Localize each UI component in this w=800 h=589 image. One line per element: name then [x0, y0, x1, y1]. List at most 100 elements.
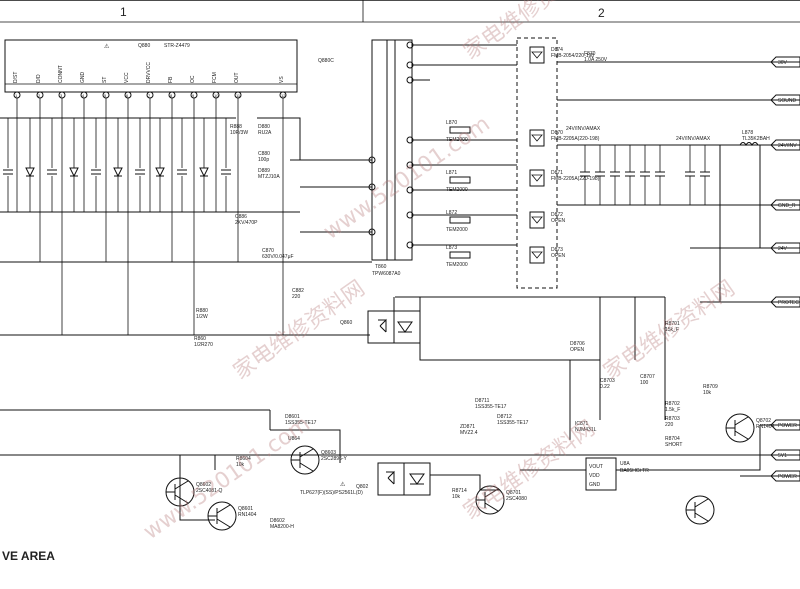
warning-icon: ⚠ — [104, 43, 110, 50]
ic-pin-name: OC — [190, 75, 196, 83]
component-label: MVZ2.4 — [460, 430, 478, 436]
component-label: R880 — [196, 308, 208, 314]
component-label: 630V/0.047μF — [262, 254, 294, 260]
component-label: D880 — [258, 124, 270, 130]
rectifier-diode — [529, 169, 545, 187]
net-flag-label: GND_R — [778, 203, 796, 209]
svg-text:Q802: Q802 — [356, 484, 368, 490]
net-flag — [770, 199, 800, 211]
ic-pin-name: VCC — [124, 72, 130, 83]
ic-pin-number: 9 — [192, 93, 195, 98]
ic-pin-name: FB — [168, 76, 174, 83]
diode-ref: D873 — [551, 247, 563, 253]
inductor-part: TL35K2BAH — [742, 136, 770, 142]
net-flag — [770, 242, 800, 254]
transistor-part: 2SC4081-Q — [196, 488, 223, 494]
transistor-ref: Q8701 — [506, 490, 521, 496]
component-label: 0.22 — [600, 384, 610, 390]
component-label: R860 — [194, 336, 206, 342]
net-flag — [770, 449, 800, 461]
zone-2-label: 2 — [598, 6, 605, 20]
pin-leads — [16, 98, 284, 335]
component-label: C882 — [292, 288, 304, 294]
transistor-part: RN1404 — [238, 512, 257, 518]
inductor — [449, 216, 471, 224]
transistor-part: RN1404 — [756, 424, 775, 430]
rectifier-diode — [529, 46, 545, 64]
photocoupler-q860: Q860 — [340, 310, 421, 344]
ic-pin-number: 2 — [38, 93, 41, 98]
transistor-part: 2SC2896-Y — [321, 456, 348, 462]
component-label: C870 — [262, 248, 274, 254]
regulator-u8a: VOUT VDD GND U8A BA05HGi TR — [585, 457, 649, 491]
component-label: D8602 — [270, 518, 285, 524]
component-label: OPEN — [570, 347, 585, 353]
ic-pin-number: 8 — [170, 93, 173, 98]
ic-pin-number: 3 — [60, 93, 63, 98]
ic-pin-name: VS — [279, 76, 285, 83]
component-label: 1SS355-TE17 — [475, 404, 507, 410]
ic-pin-number: 11 — [236, 93, 241, 98]
ic-pin-name: D/D — [36, 74, 42, 83]
ic-pin-name: FCM — [212, 72, 218, 83]
area-label: VE AREA — [2, 549, 55, 563]
transistor-ref: Q8603 — [321, 450, 336, 456]
component-label: R8703 — [665, 416, 680, 422]
component-label: NJM431L — [575, 427, 597, 433]
transistor-part: 2SC4080 — [506, 496, 527, 502]
net-flag-label: POWER — [778, 423, 797, 429]
net-flag — [770, 139, 800, 151]
inductor-ref: L871 — [446, 170, 457, 176]
component-label: D8706 — [570, 341, 585, 347]
net-flag-label: 30V — [778, 60, 788, 66]
component-label: MA8200-H — [270, 524, 294, 530]
svg-text:Q860: Q860 — [340, 320, 352, 326]
transformer-t860: T860 TPW6087A0 — [368, 39, 414, 277]
component-label: D8712 — [497, 414, 512, 420]
svg-text:BA05HGi TR: BA05HGi TR — [620, 468, 649, 474]
diode-block-dashed — [516, 37, 558, 289]
diode-part: OPEN — [551, 218, 566, 224]
watermark-url-2: www.520101.com — [319, 111, 495, 244]
component-label: 1.5k_F — [665, 407, 680, 413]
inductor-part: TEM2000 — [446, 262, 468, 268]
component-label: 100 — [640, 380, 649, 386]
component-label: SHORT — [665, 442, 682, 448]
component-label: U864 — [288, 436, 300, 442]
watermark-cn-3: 家电维修资料网 — [599, 276, 740, 385]
component-label: 24V/INV/AMAX — [566, 126, 601, 132]
ic-pin-name: GND — [80, 72, 86, 84]
component-label: TLP627(F)(SS)/PS2561L(D) — [300, 490, 363, 496]
transistors: Q86022SC4081-QQ8601RN1404Q86032SC2896-YQ… — [165, 413, 775, 531]
secondary-filter-caps — [580, 145, 710, 205]
component-label: 10k — [236, 462, 245, 468]
inductor-ref: L878 — [742, 130, 753, 136]
main-ic-part: STR-Z4479 — [164, 43, 190, 49]
component-label: C8703 — [600, 378, 615, 384]
secondary-inductors: L870TEM2000L871TEM2000L872TEM2000L873TEM… — [446, 120, 770, 268]
component-label: 10R/3W — [230, 130, 248, 136]
main-ic-pins: 1D/ST2D/D3CONNT4GND5ST6VCC7DRVVCC8FB9OC1… — [13, 62, 287, 99]
component-label: 15k_F — [665, 327, 679, 333]
ic-pin-name: CONNT — [58, 65, 64, 83]
diode-ref: D872 — [551, 212, 563, 218]
input-section-parts — [3, 118, 231, 212]
component-label: 220 — [665, 422, 674, 428]
component-label: R8701 — [665, 321, 680, 327]
net-flag — [770, 470, 800, 482]
net-flag — [770, 94, 800, 106]
main-ic-ref: Q880 — [138, 43, 150, 49]
ic-pin-name: OUT — [234, 72, 240, 83]
component-label: 2KV/470P — [235, 220, 258, 226]
zone-1-label: 1 — [120, 5, 127, 19]
secondary-rectifiers: D874FMB-2054/220-198D870FMB-2205A(220-19… — [529, 46, 600, 264]
diode-part: FMB-2054/220-198 — [551, 53, 594, 59]
net-flag — [770, 296, 800, 308]
ic-pin-number: 4 — [82, 93, 85, 98]
rectifier-diode — [529, 246, 545, 264]
component-label: R8604 — [236, 456, 251, 462]
component-label: F870 — [584, 51, 596, 57]
warning-icon: ⚠ — [340, 481, 346, 488]
